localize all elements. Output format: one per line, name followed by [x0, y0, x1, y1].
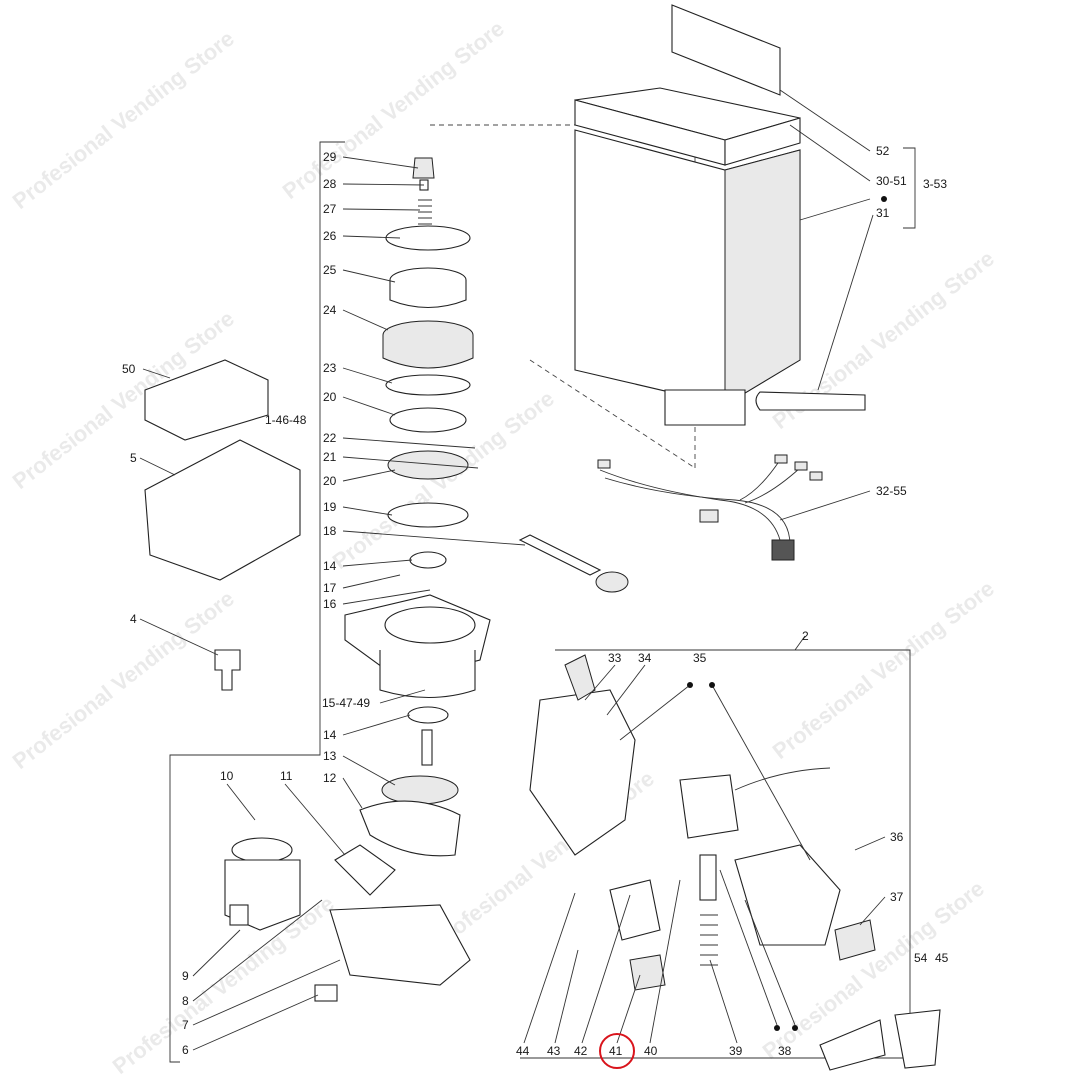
- label-50: 50: [122, 362, 136, 376]
- label-38: 38: [778, 1044, 792, 1058]
- leader-lines: [139, 89, 886, 1051]
- label-12: 12: [323, 771, 337, 785]
- highlight-circle: [599, 1033, 635, 1069]
- dispenser-parts: [529, 654, 941, 1071]
- label-22: 22: [323, 431, 337, 445]
- label-41: 41: [609, 1044, 623, 1058]
- label-9: 9: [182, 969, 189, 983]
- label-7: 7: [182, 1018, 189, 1032]
- label-34: 34: [638, 651, 652, 665]
- label-44: 44: [516, 1044, 530, 1058]
- label-32-55: 32-55: [876, 484, 907, 498]
- label-3-53: 3-53: [923, 177, 947, 191]
- label-40: 40: [644, 1044, 658, 1058]
- label-42: 42: [574, 1044, 588, 1058]
- label-23: 23: [323, 361, 337, 375]
- label-30-51: 30-51: [876, 174, 907, 188]
- label-36: 36: [890, 830, 904, 844]
- label-29: 29: [323, 150, 337, 164]
- label-43: 43: [547, 1044, 561, 1058]
- callout-labels: 29 28 27 26 25 24 23 20 22 21 20 19 18 1…: [122, 144, 949, 1058]
- watermark-1: Profesional Vending Store: [8, 26, 239, 214]
- grinder-stack: [329, 157, 629, 986]
- label-24: 24: [323, 303, 337, 317]
- label-25: 25: [323, 263, 337, 277]
- label-11: 11: [280, 769, 293, 783]
- label-17: 17: [323, 581, 337, 595]
- label-8: 8: [182, 994, 189, 1008]
- label-33: 33: [608, 651, 622, 665]
- label-5: 5: [130, 451, 137, 465]
- label-39: 39: [729, 1044, 743, 1058]
- label-28: 28: [323, 177, 337, 191]
- wiring-harness: [597, 454, 823, 561]
- label-4: 4: [130, 612, 137, 626]
- label-10: 10: [220, 769, 234, 783]
- label-54: 54: [914, 951, 928, 965]
- label-26: 26: [323, 229, 337, 243]
- label-18: 18: [323, 524, 337, 538]
- label-14-lower: 14: [323, 728, 337, 742]
- label-15-47-49: 15-47-49: [322, 696, 370, 710]
- label-31: 31: [876, 206, 890, 220]
- label-16: 16: [323, 597, 337, 611]
- label-27: 27: [323, 202, 337, 216]
- label-35: 35: [693, 651, 707, 665]
- label-13: 13: [323, 749, 337, 763]
- label-20-lower: 20: [323, 474, 337, 488]
- label-52: 52: [876, 144, 890, 158]
- label-19: 19: [323, 500, 337, 514]
- watermark-4: Profesional Vending Store: [278, 16, 509, 204]
- left-parts: [144, 359, 338, 1002]
- label-1-46-48: 1-46-48: [265, 413, 307, 427]
- label-45: 45: [935, 951, 949, 965]
- watermark-8: Profesional Vending Store: [768, 576, 999, 764]
- watermark-3: Profesional Vending Store: [8, 586, 239, 774]
- label-2: 2: [802, 629, 809, 643]
- label-14-upper: 14: [323, 559, 337, 573]
- hopper-assembly: [574, 4, 866, 426]
- label-20-upper: 20: [323, 390, 337, 404]
- label-21: 21: [323, 450, 337, 464]
- label-6: 6: [182, 1043, 189, 1057]
- callout-dots: [687, 196, 887, 1031]
- watermark-10: Profesional Vending Store: [108, 891, 339, 1079]
- label-37: 37: [890, 890, 904, 904]
